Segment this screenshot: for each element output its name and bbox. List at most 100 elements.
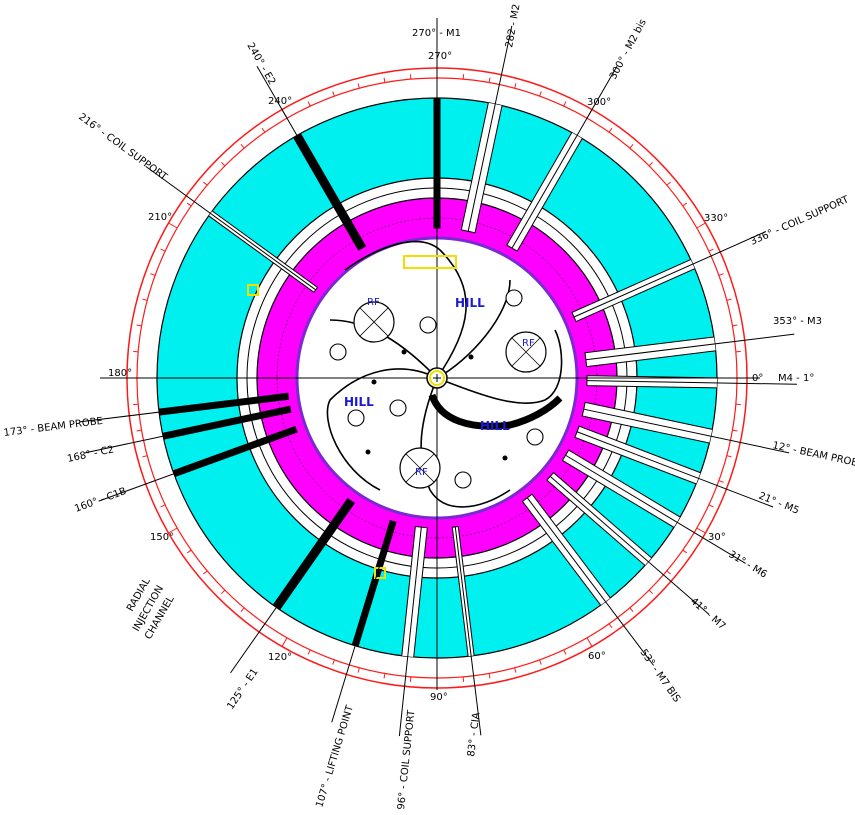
port-leader-line bbox=[511, 65, 618, 249]
rf-label-1: RF bbox=[367, 297, 380, 308]
angle-label-30: 30° bbox=[708, 532, 726, 543]
degree-tick bbox=[383, 673, 386, 679]
degree-tick bbox=[168, 527, 178, 534]
port-label-e1: 125° - E1 bbox=[225, 667, 260, 712]
degree-tick bbox=[608, 127, 613, 133]
port-leader-line bbox=[98, 428, 297, 502]
angle-label-330: 330° bbox=[704, 213, 728, 224]
port-leader-line bbox=[586, 380, 797, 385]
port-leader-line bbox=[583, 408, 790, 454]
degree-tick bbox=[586, 637, 593, 647]
degree-tick bbox=[696, 222, 706, 229]
hill-label-top: HILL bbox=[455, 296, 485, 310]
degree-tick bbox=[732, 324, 738, 327]
hill-label-left: HILL bbox=[344, 395, 374, 409]
degree-tick bbox=[220, 161, 226, 167]
degree-tick bbox=[666, 181, 671, 186]
port-leader-line bbox=[398, 527, 422, 737]
probe-circles bbox=[329, 289, 544, 489]
degree-tick bbox=[732, 429, 738, 432]
angle-label-150: 150° bbox=[150, 532, 174, 543]
degree-tick bbox=[708, 248, 714, 252]
yellow-accents bbox=[247, 255, 457, 579]
port-leader-line bbox=[145, 165, 316, 291]
port-label-e2: 240° - E2 bbox=[244, 41, 277, 87]
port-label-173-probe: 173° - BEAM PROBE bbox=[3, 416, 104, 439]
angle-label-90: 90° bbox=[430, 692, 448, 703]
port-leader-line bbox=[256, 65, 363, 249]
degree-tick bbox=[136, 429, 142, 432]
port-label-c2: 168° - C2 bbox=[66, 444, 115, 465]
rf-cross-lines bbox=[359, 307, 541, 483]
degree-tick bbox=[488, 673, 491, 679]
port-leader-line bbox=[331, 521, 394, 723]
degree-tick bbox=[220, 589, 226, 595]
degree-tick bbox=[563, 101, 567, 107]
degree-tick bbox=[281, 637, 288, 647]
degree-tick bbox=[718, 480, 724, 483]
small-dots bbox=[365, 349, 508, 461]
port-label-m2: 282 - M2 bbox=[504, 3, 522, 48]
port-leader-line bbox=[526, 497, 655, 666]
degree-tick bbox=[186, 549, 192, 554]
port-label-m6: 31° - M6 bbox=[726, 549, 768, 580]
degree-tick bbox=[708, 504, 714, 508]
rf-label-3: RF bbox=[415, 467, 428, 478]
degree-tick bbox=[203, 181, 208, 186]
degree-tick bbox=[357, 667, 360, 673]
rf-label-2: RF bbox=[522, 338, 535, 349]
port-label-m4: M4 - 1° bbox=[778, 373, 814, 384]
degree-tick bbox=[539, 659, 542, 665]
degree-tick bbox=[514, 83, 517, 89]
degree-tick bbox=[307, 649, 311, 655]
angle-label-270: 270° bbox=[428, 51, 452, 62]
degree-tick bbox=[160, 504, 166, 508]
degree-tick bbox=[608, 623, 613, 629]
degree-tick bbox=[186, 202, 192, 207]
dee-electrode bbox=[428, 393, 563, 430]
port-label-m7bis: 53° - M7 BIS bbox=[638, 647, 683, 704]
degree-tick bbox=[261, 127, 266, 133]
degree-tick bbox=[696, 527, 706, 534]
degree-tick bbox=[648, 589, 654, 595]
degree-tick bbox=[136, 324, 142, 327]
port-label-12-probe: 12° - BEAM PROBE bbox=[771, 440, 855, 470]
angle-label-210: 210° bbox=[148, 212, 172, 223]
degree-tick bbox=[150, 273, 156, 276]
degree-tick bbox=[332, 659, 335, 665]
degree-tick bbox=[563, 649, 567, 655]
port-label-336-coil: 336° - COIL SUPPORT bbox=[749, 194, 852, 248]
angle-label-300: 300° bbox=[587, 97, 611, 108]
port-leader-line bbox=[585, 333, 795, 361]
degree-tick bbox=[203, 570, 208, 575]
degree-tick bbox=[726, 455, 732, 458]
degree-tick bbox=[383, 77, 386, 83]
center-hub-ring bbox=[429, 370, 445, 386]
angle-label-0: 0° bbox=[752, 373, 763, 384]
degree-tick bbox=[666, 570, 671, 575]
port-leader-line bbox=[576, 431, 774, 508]
degree-tick bbox=[142, 298, 148, 301]
degree-tick bbox=[682, 549, 688, 554]
degree-tick bbox=[142, 455, 148, 458]
port-label-m3: 353° - M3 bbox=[773, 316, 822, 327]
degree-tick bbox=[629, 144, 634, 149]
radial-injection-channel-label: RADIAL INJECTION CHANNEL bbox=[125, 576, 177, 641]
degree-tick bbox=[488, 77, 491, 83]
angle-label-120: 120° bbox=[268, 652, 292, 663]
hill-label-right: HILL bbox=[480, 419, 510, 433]
port-leader-line bbox=[467, 25, 513, 232]
degree-tick bbox=[160, 248, 166, 252]
degree-tick bbox=[307, 101, 311, 107]
port-label-216-coil: 216° - COIL SUPPORT bbox=[76, 112, 169, 184]
degree-tick bbox=[682, 202, 688, 207]
port-leader-line bbox=[573, 231, 767, 318]
degree-tick bbox=[168, 222, 178, 229]
port-leader-line bbox=[230, 500, 352, 674]
degree-tick bbox=[332, 91, 335, 97]
port-leader-line bbox=[565, 454, 746, 564]
port-leader-line bbox=[549, 476, 710, 615]
degree-tick bbox=[648, 161, 654, 167]
port-leader-line bbox=[454, 526, 482, 736]
